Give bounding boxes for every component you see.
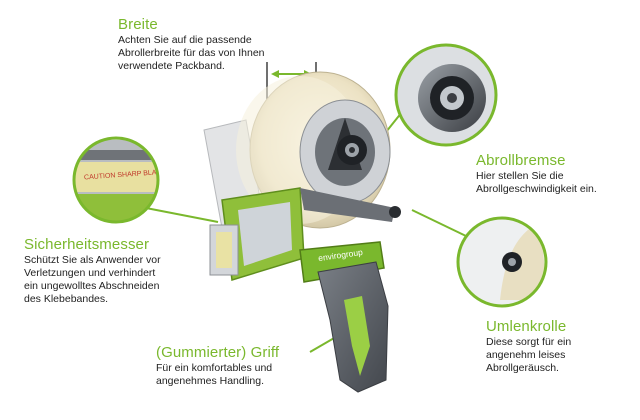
label-sicherheitsmesser-title: Sicherheitsmesser [24, 236, 150, 253]
label-griff: (Gummierter) Griff Für ein komfortables … [156, 344, 279, 388]
label-breite-line: Abrollerbreite für das von Ihnen [118, 47, 265, 59]
zoom-safety-blade [72, 136, 160, 224]
label-breite-line: verwendete Packband. [118, 60, 225, 72]
label-griff-line: Für ein komfortables und [156, 362, 273, 374]
label-griff-line: angenehmes Handling. [156, 375, 264, 387]
label-sicherheitsmesser-line: des Klebebandes. [24, 293, 109, 305]
zoom-brake [394, 43, 498, 147]
label-umlenkrolle-line: Diese sorgt für ein [486, 336, 572, 348]
label-abrollbremse: Abrollbremse Hier stellen Sie die Abroll… [476, 152, 597, 196]
label-sicherheitsmesser-line: Schützt Sie als Anwender vor [24, 254, 161, 266]
label-breite: Breite Achten Sie auf die passende Abrol… [118, 16, 265, 73]
label-sicherheitsmesser-line: Verletzungen und verhindert [24, 267, 156, 279]
label-sicherheitsmesser: Sicherheitsmesser Schützt Sie als Anwend… [24, 236, 161, 306]
label-umlenkrolle-line: angenehm leises [486, 349, 566, 361]
label-sicherheitsmesser-line: ein ungewolltes Abschneiden [24, 280, 160, 292]
label-abrollbremse-title: Abrollbremse [476, 152, 566, 169]
label-griff-desc: Für ein komfortables und angenehmes Hand… [156, 362, 279, 388]
label-umlenkrolle: Umlenkrolle Diese sorgt für ein angenehm… [486, 318, 571, 375]
label-umlenkrolle-desc: Diese sorgt für ein angenehm leises Abro… [486, 336, 571, 375]
label-breite-line: Achten Sie auf die passende [118, 34, 252, 46]
dispenser-handle [299, 241, 389, 393]
label-breite-title: Breite [118, 16, 158, 33]
zoom-roller [456, 216, 548, 308]
safety-blade [209, 224, 239, 276]
label-sicherheitsmesser-desc: Schützt Sie als Anwender vor Verletzunge… [24, 254, 161, 306]
label-umlenkrolle-title: Umlenkrolle [486, 318, 567, 335]
label-umlenkrolle-line: Abrollgeräusch. [486, 362, 559, 374]
label-abrollbremse-line: Abrollgeschwindigkeit ein. [476, 183, 597, 195]
label-griff-title: (Gummierter) Griff [156, 344, 280, 361]
brake-knob [337, 135, 367, 165]
dispenser-frame [221, 187, 401, 281]
label-abrollbremse-line: Hier stellen Sie die [476, 170, 564, 182]
label-abrollbremse-desc: Hier stellen Sie die Abrollgeschwindigke… [476, 170, 597, 196]
label-breite-desc: Achten Sie auf die passende Abrollerbrei… [118, 34, 265, 73]
